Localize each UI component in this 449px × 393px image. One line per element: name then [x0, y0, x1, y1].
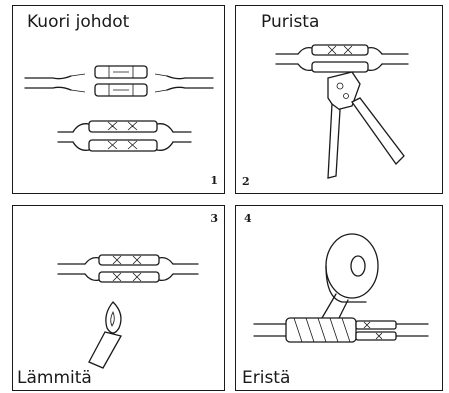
- left-wire-pair: [24, 73, 86, 93]
- step-4-caption: Eristä: [242, 368, 291, 388]
- step-3-caption: Lämmitä: [17, 368, 92, 388]
- right-wire-pair: [154, 73, 214, 93]
- crimping-illustration: [275, 44, 409, 179]
- step-3-number: 3: [210, 212, 218, 225]
- taped-joint: [253, 317, 429, 343]
- taping-illustration: [253, 233, 429, 343]
- step-1-panel: Kuori johdot 1: [12, 5, 225, 194]
- joint-being-crimped: [275, 44, 409, 73]
- step-4-panel: Eristä 4: [235, 205, 443, 391]
- heating-illustration: [57, 254, 199, 369]
- assembled-joint: [57, 120, 192, 152]
- tape-roll: [321, 233, 379, 325]
- butt-connectors: [94, 65, 148, 97]
- stripped-wires-illustration: [24, 65, 214, 152]
- step-2-panel: Purista 2: [235, 5, 443, 194]
- step-2-caption: Purista: [261, 12, 320, 32]
- step-2-number: 2: [242, 175, 250, 188]
- heat-shrink-joint: [57, 254, 199, 283]
- lighter-flame: [88, 301, 122, 369]
- step-3-panel: Lämmitä 3: [12, 205, 225, 391]
- crimping-pliers: [327, 71, 405, 179]
- step-1-caption: Kuori johdot: [27, 12, 130, 32]
- step-4-number: 4: [244, 212, 252, 225]
- step-1-number: 1: [210, 174, 218, 187]
